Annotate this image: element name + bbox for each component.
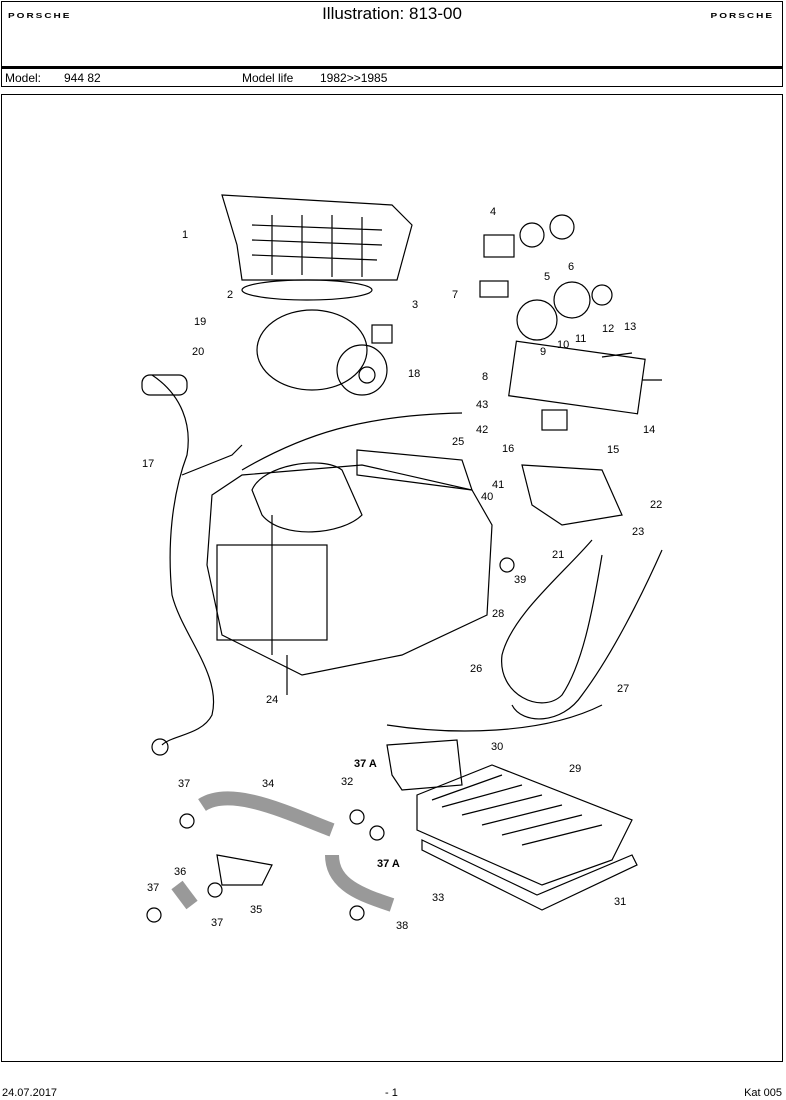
hoses-drawing bbox=[171, 791, 395, 912]
part-label-26: 26 bbox=[470, 663, 482, 675]
part-label-6: 6 bbox=[568, 261, 574, 273]
part-label-14: 14 bbox=[643, 424, 655, 436]
page-title: Illustration: 813-00 bbox=[322, 4, 462, 23]
model-life-value: 1982>>1985 bbox=[320, 71, 388, 85]
part-label-20: 20 bbox=[192, 346, 204, 358]
control-parts-drawing bbox=[479, 214, 662, 526]
part-label-30: 30 bbox=[491, 741, 503, 753]
part-label-15: 15 bbox=[607, 444, 619, 456]
blower-motor-drawing bbox=[256, 309, 393, 396]
part-label-39: 39 bbox=[514, 574, 526, 586]
part-label-41: 41 bbox=[492, 479, 504, 491]
part-label-16: 16 bbox=[502, 443, 514, 455]
part-label-27: 27 bbox=[617, 683, 629, 695]
part-label-11: 11 bbox=[575, 333, 586, 345]
part-label-37-a: 37 bbox=[178, 778, 190, 790]
part-label-9: 9 bbox=[540, 346, 546, 358]
part-label-38: 38 bbox=[396, 920, 408, 932]
part-label-2: 2 bbox=[227, 289, 233, 301]
part-label-36: 36 bbox=[174, 866, 186, 878]
part-label-22: 22 bbox=[650, 499, 662, 511]
heater-box-drawing bbox=[206, 449, 493, 695]
part-label-13: 13 bbox=[624, 321, 636, 333]
part-label-28: 28 bbox=[492, 608, 504, 620]
porsche-logo-left: PORSCHE bbox=[8, 12, 72, 21]
part-label-8: 8 bbox=[482, 371, 488, 383]
header: PORSCHE Illustration: 813-00 PORSCHE bbox=[1, 1, 783, 67]
footer-date: 24.07.2017 bbox=[2, 1087, 58, 1099]
part-label-18: 18 bbox=[408, 368, 420, 380]
part-label-4: 4 bbox=[490, 206, 496, 218]
part-label-42: 42 bbox=[476, 424, 488, 436]
part-label-33: 33 bbox=[432, 892, 444, 904]
cables-drawing bbox=[241, 412, 663, 732]
model-value: 944 82 bbox=[64, 71, 101, 85]
exploded-parts-diagram: 1 2 3 4 5 6 7 8 9 10 11 12 13 14 15 16 1… bbox=[141, 194, 663, 932]
illustration-frame: 1 2 3 4 5 6 7 8 9 10 11 12 13 14 15 16 1… bbox=[1, 94, 783, 1062]
blower-housing-drawing bbox=[221, 194, 413, 301]
part-label-1: 1 bbox=[182, 229, 188, 241]
part-label-37-b: 37 bbox=[147, 882, 159, 894]
model-label: Model: bbox=[5, 71, 42, 85]
part-label-35: 35 bbox=[250, 904, 262, 916]
part-label-31: 31 bbox=[614, 896, 626, 908]
part-label-37A-bottom: 37 A bbox=[377, 858, 400, 870]
part-label-5: 5 bbox=[544, 271, 550, 283]
part-label-37-c: 37 bbox=[211, 917, 223, 929]
footer-page-number: - 1 bbox=[385, 1087, 398, 1099]
model-life-label: Model life bbox=[242, 71, 294, 85]
part-label-43: 43 bbox=[476, 399, 488, 411]
footer-catalog: Kat 005 bbox=[744, 1087, 782, 1099]
part-label-29: 29 bbox=[569, 763, 581, 775]
part-label-23: 23 bbox=[632, 526, 644, 538]
part-label-40: 40 bbox=[481, 491, 493, 503]
part-label-17: 17 bbox=[142, 458, 154, 470]
part-label-25: 25 bbox=[452, 436, 464, 448]
wiring-harness-drawing bbox=[141, 374, 243, 756]
part-label-37A-top: 37 A bbox=[354, 758, 377, 770]
part-label-34: 34 bbox=[262, 778, 274, 790]
part-label-3: 3 bbox=[412, 299, 418, 311]
heat-exchanger-drawing bbox=[386, 739, 638, 911]
model-info-row: Model: 944 82 Model life 1982>>1985 bbox=[1, 67, 783, 87]
part-label-21: 21 bbox=[552, 549, 564, 561]
part-label-24: 24 bbox=[266, 694, 278, 706]
part-label-12: 12 bbox=[602, 323, 614, 335]
part-label-32: 32 bbox=[341, 776, 353, 788]
part-label-19: 19 bbox=[194, 316, 206, 328]
clamps-drawing bbox=[146, 557, 515, 923]
porsche-logo-right: PORSCHE bbox=[710, 12, 774, 21]
part-label-7: 7 bbox=[452, 289, 458, 301]
part-label-10: 10 bbox=[557, 339, 569, 351]
